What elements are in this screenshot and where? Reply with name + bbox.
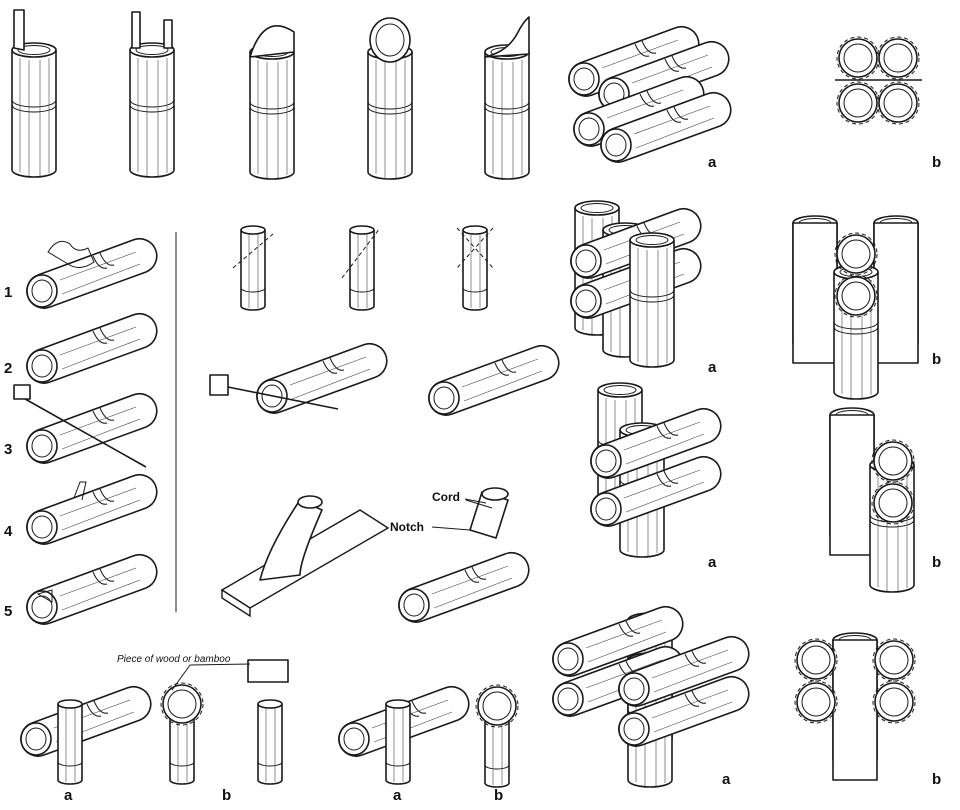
cutting-steps	[13, 237, 158, 625]
bottom-label-a1: a	[64, 787, 73, 804]
piece-leader-2	[171, 664, 191, 691]
culm-end-cuts	[11, 9, 530, 180]
step-label-3: 3	[4, 441, 13, 458]
bottom-label-a2: a	[393, 787, 402, 804]
bottom-label-b1: b	[222, 787, 232, 804]
bundle-assemblies	[552, 25, 922, 788]
row4-label-a: a	[722, 771, 731, 788]
row3-label-b: b	[932, 554, 942, 571]
step-label-5: 5	[4, 603, 13, 620]
notch-label: Notch	[390, 520, 424, 534]
cord-label: Cord	[432, 490, 460, 504]
notch-steps	[209, 225, 560, 623]
row1-label-a: a	[708, 154, 717, 171]
step-label-4: 4	[4, 523, 13, 540]
row1-label-b: b	[932, 154, 942, 171]
bottom-label-b2: b	[494, 787, 504, 804]
step-label-2: 2	[4, 360, 13, 377]
row4-label-b: b	[932, 771, 942, 788]
step-label-1: 1	[4, 284, 13, 301]
row2-label-a: a	[708, 359, 717, 376]
row2-label-b: b	[932, 351, 942, 368]
cord-leader	[464, 498, 487, 504]
piece-leader-1	[189, 663, 251, 666]
piece-note: Piece of wood or bamboo	[117, 654, 231, 665]
notch-leader	[431, 526, 471, 531]
bottom-joints	[20, 659, 519, 788]
row3-label-a: a	[708, 554, 717, 571]
